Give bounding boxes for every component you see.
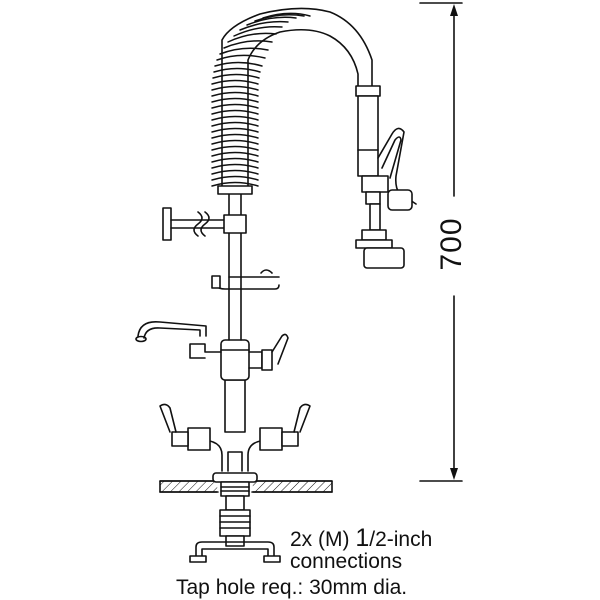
spout <box>135 320 207 343</box>
height-value: 700 <box>435 217 468 271</box>
connections-label-line2: connections <box>290 550 403 573</box>
tap-hole-requirement: Tap hole req.: 30mm dia. <box>176 576 408 599</box>
connections-label: 2x (M) 1/2-inch <box>290 526 432 551</box>
height-dimension-label: 700 <box>422 214 482 274</box>
wall-bracket <box>162 207 247 241</box>
mounting-shank <box>189 472 281 563</box>
coil-spring <box>211 7 373 195</box>
spray-valve <box>355 85 417 269</box>
connections-fraction-numerator: 1 <box>355 524 370 552</box>
dimension-line <box>419 2 463 482</box>
mixer-body <box>159 333 311 472</box>
connections-size: /2-inch <box>369 528 433 551</box>
connections-count: 2x (M) <box>290 528 356 551</box>
